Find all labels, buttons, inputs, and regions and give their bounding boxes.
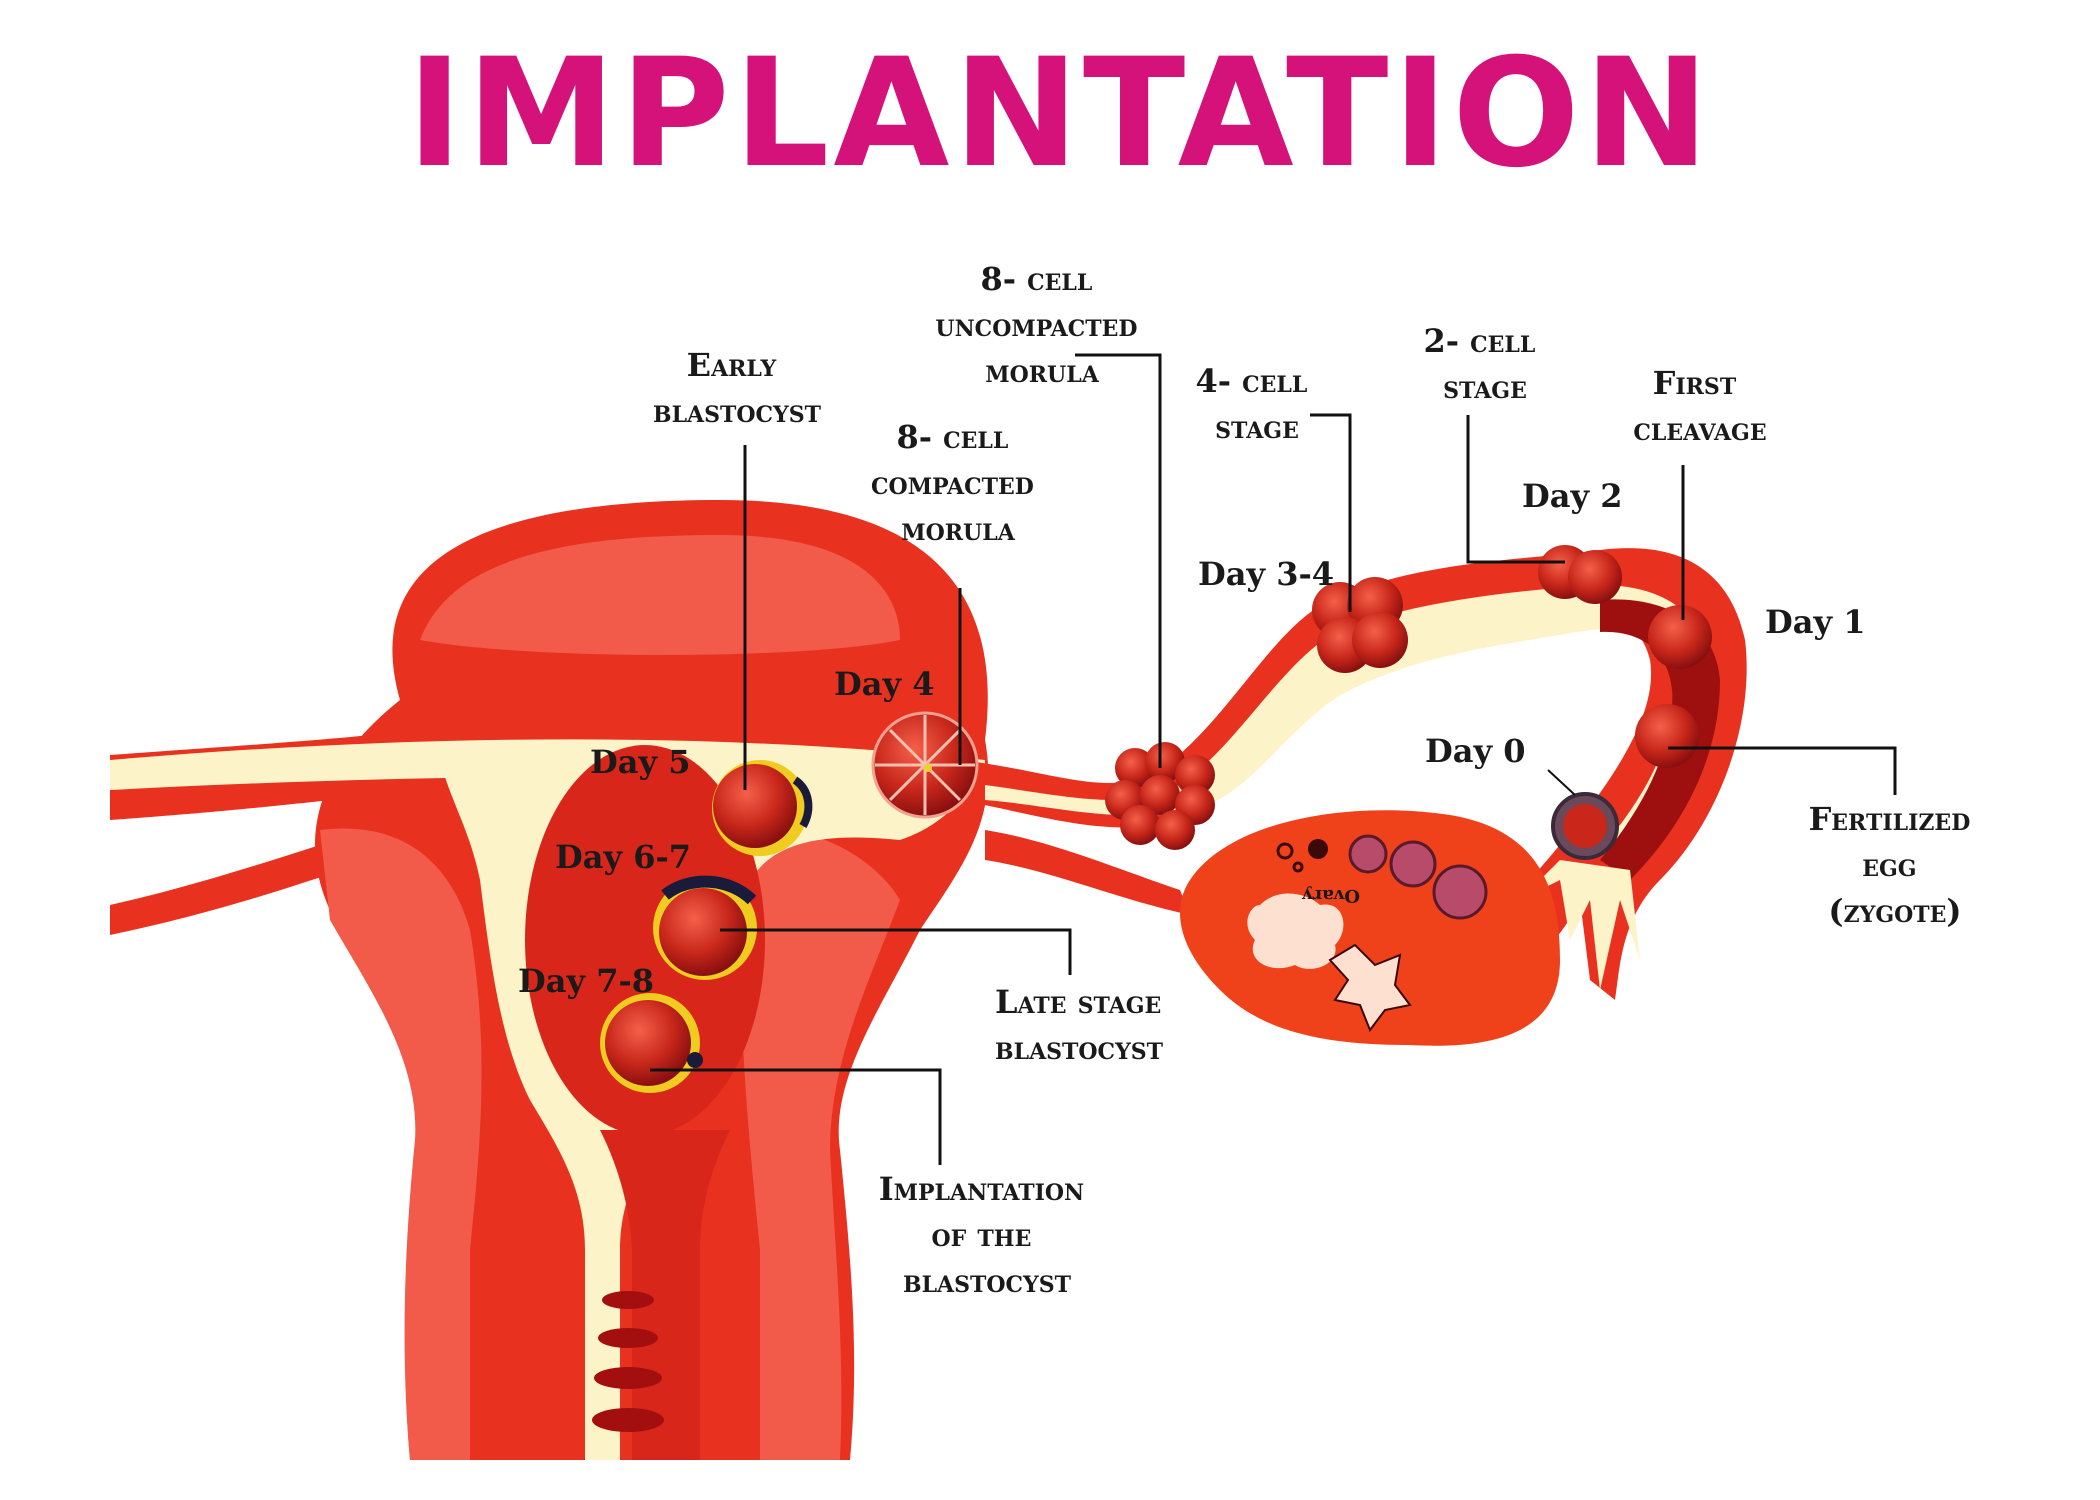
cervix-ring-4 (592, 1408, 664, 1432)
leader-day0 (1547, 769, 1576, 796)
fimbriae (1520, 860, 1640, 990)
embryo-day1-zygote (1635, 704, 1699, 768)
corpus-luteum (1328, 943, 1412, 1033)
embryo-compacted-morula (871, 711, 979, 819)
follicle-4 (1348, 834, 1388, 874)
ovary-label: Ovary (1302, 885, 1360, 906)
day34-label: Day 3-4 (1198, 555, 1334, 593)
label-late-blastocyst: Late stage blastocyst (995, 983, 1172, 1067)
follicle-6 (1432, 864, 1488, 920)
diagram-title: IMPLANTATION (407, 27, 1714, 201)
leader-two-cell (1466, 415, 1565, 564)
label-fertilized-egg: Fertilized egg (zygote) (1809, 800, 1982, 930)
leader-uncompacted-morula (1075, 353, 1162, 768)
day4-label: Day 4 (834, 665, 934, 703)
day0-label: Day 0 (1425, 732, 1525, 770)
follicle-3 (1308, 839, 1328, 859)
uterus (110, 500, 989, 1460)
follicle-2 (1292, 861, 1304, 873)
embryo-two-cell (1538, 545, 1622, 604)
endometrium (525, 745, 765, 1135)
leader-four-cell (1310, 413, 1352, 612)
embryo-four-cell (1312, 577, 1408, 673)
leader-lines (650, 353, 1897, 1165)
label-compacted-morula: 8- cell compacted morula (871, 418, 1045, 548)
follicle-5 (1389, 840, 1437, 888)
day67-label: Day 6-7 (555, 838, 691, 876)
day1-label: Day 1 (1765, 603, 1865, 641)
corpus-albicans (1247, 893, 1344, 969)
label-early-blastocyst: Early blastocyst (653, 346, 822, 430)
cervix-ring-3 (594, 1367, 662, 1389)
embryo-implanting-blastocyst (600, 993, 703, 1093)
label-first-cleavage: First cleavage (1633, 364, 1766, 448)
tube-outer (960, 548, 1747, 1000)
day2-label: Day 2 (1522, 477, 1622, 515)
label-uncompacted-morula: 8- cell uncompacted morula (935, 260, 1148, 390)
leader-late-blastocyst (720, 928, 1072, 975)
label-implantation-blastocyst: Implantation of the blastocyst (879, 1170, 1096, 1300)
day-labels: Day 0 Day 1 Day 2 Day 3-4 Day 4 Day 5 Da… (518, 477, 1865, 1000)
leader-fertilized-egg (1668, 746, 1897, 795)
day78-label: Day 7-8 (518, 962, 654, 1000)
label-two-cell: 2- cell stage (1423, 322, 1546, 406)
label-four-cell: 4- cell stage (1195, 362, 1318, 446)
ovary: Ovary (1180, 810, 1560, 1046)
embryo-late-blastocyst (653, 875, 757, 980)
stage-labels: Early blastocyst 8- cell compacted morul… (653, 260, 1982, 1300)
ovarian-ligament-right (985, 830, 1190, 915)
tube-ampulla (1600, 599, 1720, 880)
uterus-dome-highlight (420, 535, 900, 655)
day5-label: Day 5 (590, 743, 690, 781)
embryo-early-blastocyst (712, 760, 813, 856)
embryo-uncompacted-morula (1105, 742, 1215, 850)
embryo-day0-oocyte (1551, 792, 1619, 860)
cervix-ring-2 (598, 1328, 658, 1348)
left-myometrium (320, 828, 482, 1460)
embryo-first-cleavage (1648, 605, 1712, 669)
cervix-ring-1 (602, 1291, 654, 1309)
right-myometrium (740, 828, 900, 1460)
leader-implantation (650, 1068, 942, 1165)
follicle-1 (1276, 842, 1294, 860)
